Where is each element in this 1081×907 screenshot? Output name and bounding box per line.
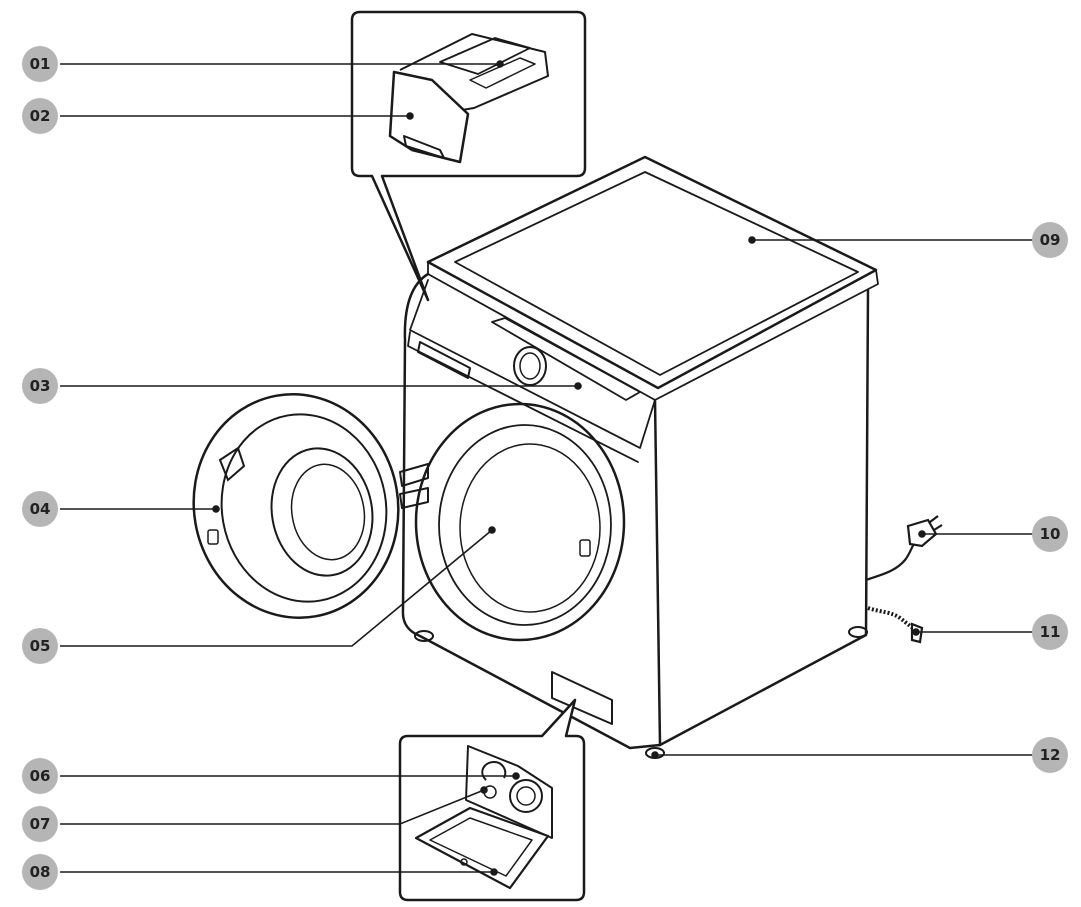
leader-dot-06 (512, 772, 520, 780)
foot (414, 630, 434, 642)
callout-11: 11 (1032, 614, 1068, 650)
callout-number: 06 (30, 767, 51, 785)
control-panel-lower (407, 331, 639, 463)
program-knob-inner (519, 352, 541, 380)
leader-dot-10 (918, 530, 926, 538)
door-latch (579, 539, 591, 557)
leader-line-05 (60, 529, 493, 647)
drawer-inset (350, 10, 587, 302)
leader-dot-08 (490, 868, 498, 876)
drawer-compartment (439, 37, 531, 75)
door-glass-inner (290, 463, 366, 561)
callout-02: 02 (22, 98, 58, 134)
side-panel (653, 288, 870, 747)
door-glass (270, 447, 374, 577)
callout-badge (22, 758, 58, 794)
plug-pin (933, 524, 943, 531)
callout-12: 12 (1032, 737, 1068, 773)
callout-badge (22, 854, 58, 890)
callout-badge (22, 98, 58, 134)
callout-10: 10 (1032, 516, 1068, 552)
drawer-front (388, 70, 470, 164)
callout-badge (1032, 614, 1068, 650)
leader-line-07 (60, 789, 485, 825)
leader-dot-01 (496, 60, 504, 68)
callout-05: 05 (22, 628, 58, 664)
callout-badge (22, 491, 58, 527)
power-cable (865, 539, 917, 582)
door-ring (414, 402, 626, 642)
callout-01: 01 (22, 46, 58, 82)
callout-number: 03 (30, 377, 51, 395)
drawer-front-handle (403, 135, 445, 159)
foot (848, 626, 868, 638)
callout-07: 07 (22, 806, 58, 842)
callout-03: 03 (22, 368, 58, 404)
leader-dot-09 (748, 236, 756, 244)
door-hook (207, 529, 219, 545)
callout-number: 07 (30, 815, 51, 833)
drawer-tray (399, 33, 549, 111)
top-panel (426, 155, 878, 390)
callout-badge (22, 368, 58, 404)
callout-badge (22, 46, 58, 82)
door-hinge (399, 463, 429, 509)
washing-machine (399, 155, 879, 759)
plug-pin (929, 515, 939, 523)
callout-06: 06 (22, 758, 58, 794)
callout-number: 11 (1040, 623, 1061, 641)
rear-connections (865, 515, 943, 644)
filter-cap (509, 779, 543, 813)
callout-badge (22, 628, 58, 664)
leader-dot-12 (651, 751, 659, 759)
callout-badge (1032, 516, 1068, 552)
callout-badges: 01 02 03 04 05 06 07 08 (22, 46, 1068, 890)
callout-badge (1032, 222, 1068, 258)
leader-dot-02 (406, 112, 414, 120)
cover-tab (460, 858, 468, 866)
filter-flap (551, 671, 613, 725)
filter-cover-inner (429, 817, 533, 877)
callout-number: 01 (30, 55, 51, 73)
drum (459, 443, 601, 613)
callout-number: 09 (1040, 231, 1061, 249)
callout-04: 04 (22, 491, 58, 527)
callout-number: 02 (30, 107, 51, 125)
callout-badge (1032, 737, 1068, 773)
water-hose (867, 606, 917, 632)
callout-09: 09 (1032, 222, 1068, 258)
callout-number: 12 (1040, 746, 1061, 764)
drain-hose (481, 761, 507, 781)
filter-housing (465, 745, 553, 839)
callout-number: 05 (30, 637, 51, 655)
leader-dot-07 (480, 786, 488, 794)
leader-lines (60, 60, 1050, 876)
control-panel (409, 279, 656, 449)
callout-number: 10 (1040, 525, 1061, 543)
callout-08: 08 (22, 854, 58, 890)
open-door (192, 393, 400, 619)
leader-dot-03 (574, 382, 582, 390)
display-panel (491, 317, 641, 401)
door-ring-inner (438, 424, 612, 626)
program-knob (513, 346, 547, 386)
door-handle (218, 446, 246, 482)
callout-number: 08 (30, 863, 51, 881)
top-panel-inset (454, 171, 859, 376)
callout-badge (22, 806, 58, 842)
filter-inset (398, 698, 586, 902)
leader-dot-05 (488, 526, 496, 534)
filter-cap-inner (516, 786, 536, 806)
callout-number: 04 (30, 500, 51, 518)
leader-dot-04 (212, 505, 220, 513)
leader-dot-11 (912, 628, 920, 636)
drawer-handle (417, 341, 471, 379)
